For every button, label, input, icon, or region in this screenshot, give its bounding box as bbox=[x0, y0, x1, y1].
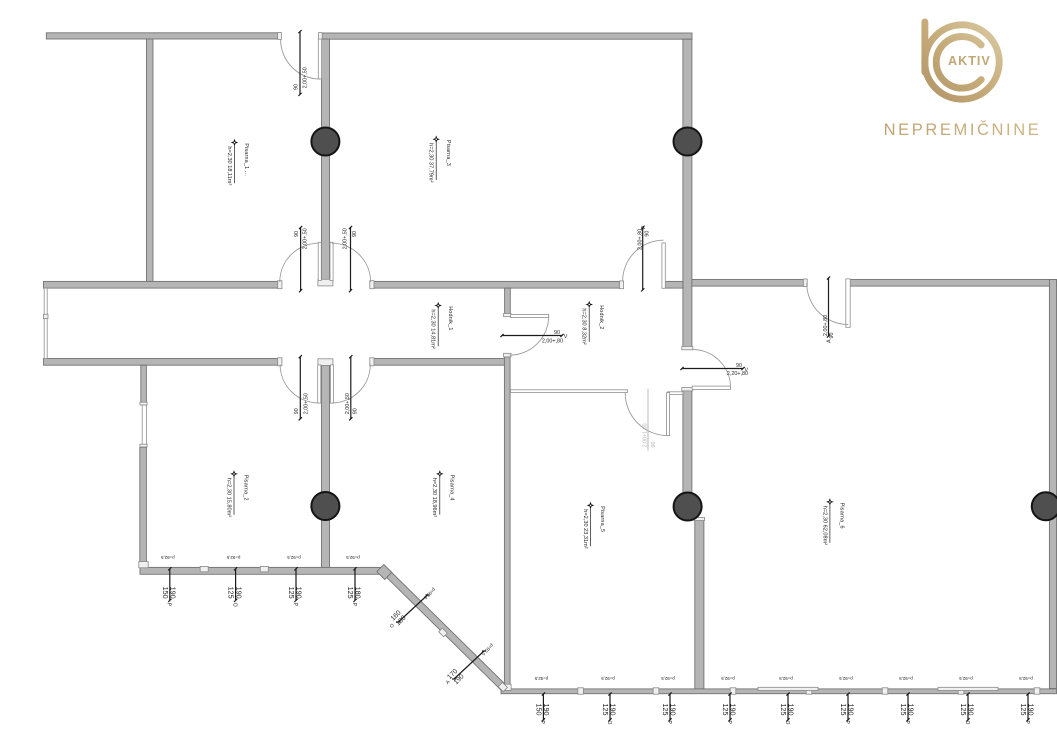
svg-text:125: 125 bbox=[227, 587, 236, 599]
svg-text:Pisarna_4: Pisarna_4 bbox=[448, 475, 454, 501]
svg-text:2,00+,50: 2,00+,50 bbox=[304, 393, 310, 414]
svg-text:90: 90 bbox=[736, 363, 742, 369]
svg-text:h=2,30 14,81m²: h=2,30 14,81m² bbox=[430, 309, 436, 348]
svg-text:V: V bbox=[745, 368, 749, 374]
svg-text:125: 125 bbox=[661, 704, 670, 716]
svg-text:p=92,5: p=92,5 bbox=[287, 555, 301, 560]
svg-text:2,00+,50: 2,00+,50 bbox=[342, 228, 348, 249]
svg-text:A: A bbox=[445, 679, 452, 686]
svg-text:O: O bbox=[964, 721, 970, 725]
svg-text:A: A bbox=[826, 339, 832, 343]
svg-text:2,00+,80: 2,00+,80 bbox=[638, 229, 644, 250]
svg-text:p=92,5: p=92,5 bbox=[959, 676, 973, 681]
svg-text:P: P bbox=[166, 603, 172, 607]
svg-text:O: O bbox=[231, 603, 237, 607]
svg-text:h=2,30 23,31m²: h=2,30 23,31m² bbox=[582, 509, 588, 548]
svg-text:p=92,5: p=92,5 bbox=[661, 676, 675, 681]
svg-text:90: 90 bbox=[294, 84, 300, 90]
svg-text:p=92,5: p=92,5 bbox=[346, 555, 360, 560]
svg-text:190: 190 bbox=[295, 587, 304, 599]
svg-text:p=92,5: p=92,5 bbox=[839, 676, 853, 681]
svg-text:190: 190 bbox=[669, 704, 678, 716]
svg-text:h=2,30 37,79m²: h=2,30 37,79m² bbox=[428, 143, 434, 182]
svg-text:P: P bbox=[292, 603, 298, 607]
svg-text:P: P bbox=[1024, 721, 1030, 725]
svg-text:90: 90 bbox=[294, 408, 300, 414]
svg-text:p=92,5: p=92,5 bbox=[601, 676, 615, 681]
svg-text:p=92,5: p=92,5 bbox=[480, 643, 494, 657]
svg-text:2,00+,50: 2,00+,50 bbox=[345, 393, 351, 414]
svg-text:Pisarna_1 ...: Pisarna_1 ... bbox=[243, 143, 249, 176]
svg-text:190: 190 bbox=[967, 704, 976, 716]
svg-text:h=2,30 18,96m²: h=2,30 18,96m² bbox=[431, 478, 437, 517]
svg-text:AKTIV: AKTIV bbox=[948, 54, 991, 68]
svg-text:p=92,5: p=92,5 bbox=[721, 676, 735, 681]
svg-text:190: 190 bbox=[1027, 704, 1036, 716]
svg-text:2,20+,80: 2,20+,80 bbox=[727, 371, 748, 377]
svg-text:A: A bbox=[641, 225, 647, 229]
svg-text:p=92,5: p=92,5 bbox=[899, 676, 913, 681]
svg-text:190: 190 bbox=[729, 704, 738, 716]
svg-text:125: 125 bbox=[601, 704, 610, 716]
svg-text:90: 90 bbox=[829, 333, 835, 339]
svg-text:Hodnik_2: Hodnik_2 bbox=[598, 305, 604, 329]
svg-text:2,00+1,00: 2,00+1,00 bbox=[643, 423, 649, 447]
svg-text:90: 90 bbox=[353, 408, 359, 414]
svg-text:190: 190 bbox=[234, 587, 243, 599]
svg-text:90: 90 bbox=[644, 231, 650, 237]
svg-text:p=92,5: p=92,5 bbox=[226, 555, 240, 560]
svg-text:Pisarna_2: Pisarna_2 bbox=[243, 475, 249, 501]
svg-text:2,00+,80: 2,00+,80 bbox=[542, 339, 563, 345]
svg-text:p=92,5: p=92,5 bbox=[779, 676, 793, 681]
svg-text:P: P bbox=[666, 721, 672, 725]
svg-text:Pisarna_5: Pisarna_5 bbox=[599, 506, 605, 532]
svg-text:P: P bbox=[726, 721, 732, 725]
svg-text:P: P bbox=[844, 721, 850, 725]
svg-text:180: 180 bbox=[354, 587, 363, 599]
svg-text:125: 125 bbox=[779, 704, 788, 716]
svg-text:125: 125 bbox=[287, 587, 296, 599]
svg-text:190: 190 bbox=[542, 704, 551, 716]
svg-text:2,00+,50: 2,00+,50 bbox=[303, 67, 309, 88]
svg-text:2,00+,50: 2,00+,50 bbox=[303, 228, 309, 249]
svg-text:125: 125 bbox=[346, 587, 355, 599]
svg-text:125: 125 bbox=[721, 704, 730, 716]
svg-text:190: 190 bbox=[609, 704, 618, 716]
svg-text:190: 190 bbox=[847, 704, 856, 716]
svg-text:2,00+,80: 2,00+,80 bbox=[823, 315, 829, 336]
svg-text:p=92,5: p=92,5 bbox=[1019, 676, 1033, 681]
svg-text:125: 125 bbox=[839, 704, 848, 716]
svg-text:h=2,30 8,32m²: h=2,30 8,32m² bbox=[581, 308, 587, 344]
svg-text:125: 125 bbox=[1019, 704, 1028, 716]
svg-text:90: 90 bbox=[294, 231, 300, 237]
svg-text:150: 150 bbox=[161, 587, 170, 599]
svg-text:190: 190 bbox=[169, 587, 178, 599]
svg-text:p=92,5: p=92,5 bbox=[534, 676, 548, 681]
svg-text:p=92,5: p=92,5 bbox=[422, 587, 436, 601]
svg-text:Pisarna_6: Pisarna_6 bbox=[839, 503, 845, 529]
svg-text:P: P bbox=[539, 721, 545, 725]
svg-text:190: 190 bbox=[907, 704, 916, 716]
svg-text:125: 125 bbox=[959, 704, 968, 716]
svg-text:125: 125 bbox=[899, 704, 908, 716]
svg-text:Pisarna_3: Pisarna_3 bbox=[445, 140, 451, 166]
svg-text:NEPREMIČNINE: NEPREMIČNINE bbox=[884, 120, 1042, 139]
svg-text:p=92,5: p=92,5 bbox=[160, 555, 174, 560]
svg-text:P: P bbox=[904, 721, 910, 725]
svg-text:190: 190 bbox=[787, 704, 796, 716]
svg-text:P: P bbox=[351, 603, 357, 607]
svg-text:90: 90 bbox=[651, 442, 657, 448]
svg-text:h=2,30 18,11m²: h=2,30 18,11m² bbox=[226, 146, 232, 185]
svg-text:h=2,30 15,80m²: h=2,30 15,80m² bbox=[225, 478, 231, 517]
svg-text:O: O bbox=[784, 721, 790, 725]
svg-text:V: V bbox=[564, 334, 568, 340]
svg-text:90: 90 bbox=[352, 231, 358, 237]
svg-text:90: 90 bbox=[554, 330, 560, 336]
svg-text:O: O bbox=[389, 623, 396, 630]
svg-text:150: 150 bbox=[534, 704, 543, 716]
svg-text:h=2,30 62,08m²: h=2,30 62,08m² bbox=[821, 506, 827, 545]
svg-text:Hodnik_1: Hodnik_1 bbox=[447, 306, 453, 330]
svg-text:O: O bbox=[606, 721, 612, 725]
